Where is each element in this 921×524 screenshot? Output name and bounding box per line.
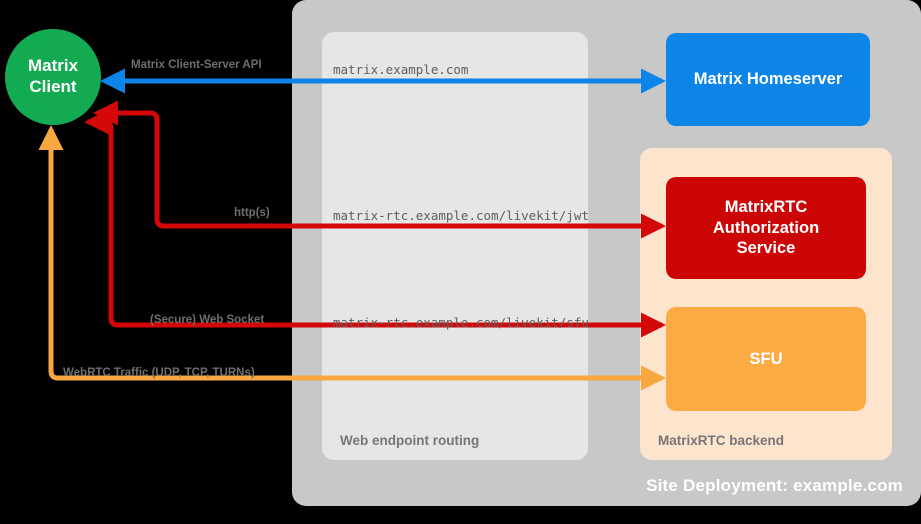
edge-label-client-server-api: Matrix Client-Server API xyxy=(131,59,262,71)
edge-label-webrtc-traffic: WebRTC Traffic (UDP, TCP, TURNs) xyxy=(63,367,255,379)
node-matrix-homeserver[interactable]: Matrix Homeserver xyxy=(666,33,870,126)
edge-url-livekit-sfu: matrix-rtc.example.com/livekit/sfu xyxy=(333,315,589,330)
node-matrix-homeserver-label: Matrix Homeserver xyxy=(693,70,843,89)
zone-web-endpoint-routing: Web endpoint routing xyxy=(322,32,588,460)
site-deployment-label: Site Deployment: example.com xyxy=(646,476,903,495)
node-matrix-client-line1: Matrix xyxy=(27,56,79,76)
node-sfu-label: SFU xyxy=(749,349,783,368)
node-matrix-client-line2: Client xyxy=(29,77,77,96)
node-matrixrtc-authorization-service[interactable]: MatrixRTC Authorization Service xyxy=(666,177,866,279)
node-auth-line3: Service xyxy=(736,239,796,258)
edge-url-livekit-jwt: matrix-rtc.example.com/livekit/jwt xyxy=(333,208,589,223)
node-sfu[interactable]: SFU xyxy=(666,307,866,411)
zone-matrixrtc-backend-label: MatrixRTC backend xyxy=(658,433,785,448)
edge-url-client-server-api: matrix.example.com xyxy=(333,62,469,77)
edge-label-livekit-jwt: http(s) xyxy=(234,207,270,219)
node-auth-line2: Authorization xyxy=(712,218,820,237)
edge-label-livekit-sfu: (Secure) Web Socket xyxy=(150,314,265,326)
node-auth-line1: MatrixRTC xyxy=(724,198,808,217)
node-matrix-client[interactable]: Matrix Client xyxy=(5,29,101,125)
zone-web-endpoint-routing-label: Web endpoint routing xyxy=(340,433,480,448)
